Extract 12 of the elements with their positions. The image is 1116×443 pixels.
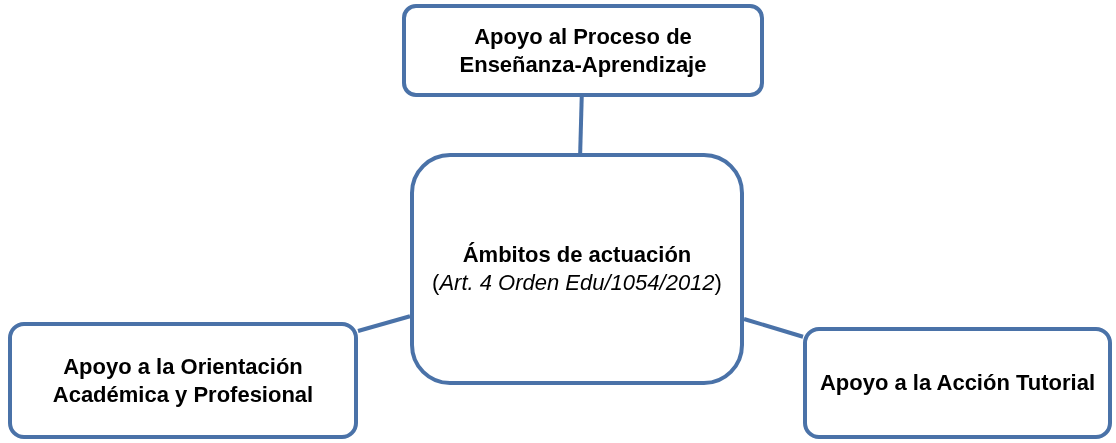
connector-line [743,317,804,339]
box-title: Apoyo al Proceso de Enseñanza-Aprendizaje [458,22,708,79]
rounded-box [402,4,764,97]
rounded-box [410,153,744,385]
box-title: Apoyo a la Orientación Académica y Profesional [51,352,315,409]
rounded-box [803,327,1112,439]
box-subtitle: (Art. 4 Orden Edu/1054/2012) [432,269,722,297]
box-title: Apoyo a la Acción Tutorial [819,369,1095,397]
connector-line [578,96,584,154]
box-title: Ámbitos de actuación [462,241,692,269]
connector-line [357,314,411,333]
rounded-box [8,322,358,439]
